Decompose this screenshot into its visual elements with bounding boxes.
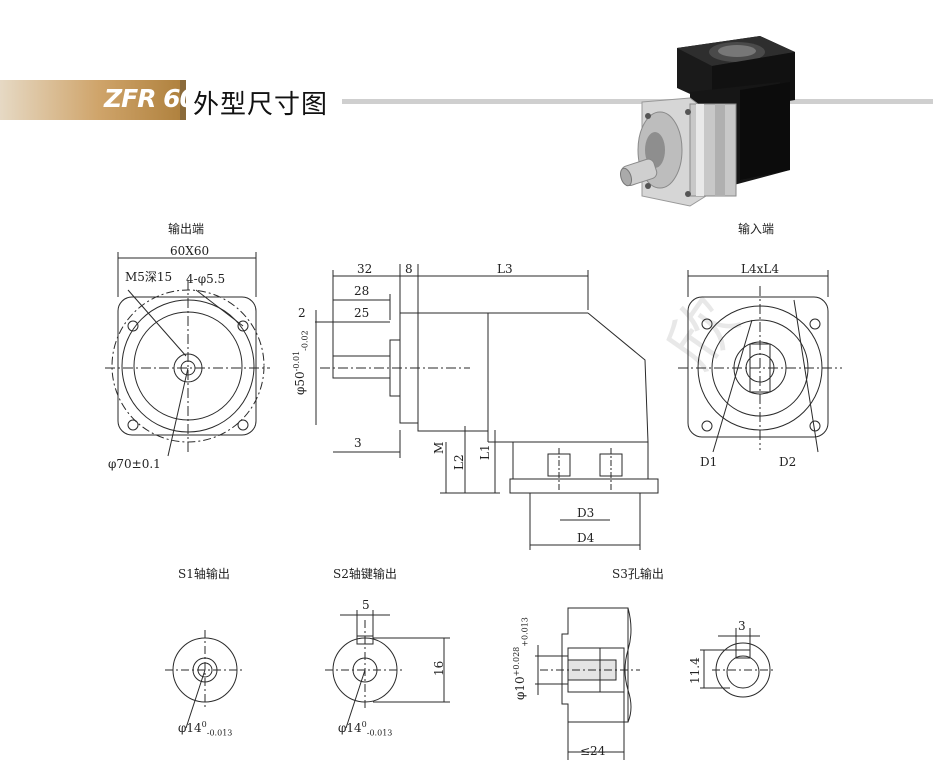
page-title: 外型尺寸图 [193, 90, 329, 120]
model-label: ZFR 60 [104, 84, 197, 113]
dim-l3: L3 [497, 262, 513, 276]
side-view [315, 264, 659, 550]
dim-m5: M5深15 [125, 270, 173, 284]
dim-holes: 4-φ5.5 [186, 272, 226, 286]
dim-2: 2 [298, 306, 306, 320]
dim-phi50: φ50-0.01-0.02 [292, 330, 310, 395]
header-rule [342, 99, 933, 104]
dim-8: 8 [405, 262, 413, 276]
output-end-view [105, 252, 270, 457]
dim-l4: L4xL4 [741, 262, 779, 276]
dim-d4: D4 [577, 531, 595, 545]
s2-dim-h: 16 [432, 660, 446, 676]
dim-60x60: 60X60 [170, 244, 210, 258]
s2-dim-phi: φ140-0.013 [338, 720, 393, 738]
s1-view [165, 630, 245, 729]
s3-dim-len: ≤24 [580, 744, 606, 758]
dim-3: 3 [354, 436, 362, 450]
dim-28: 28 [354, 284, 370, 298]
dim-d1: D1 [700, 455, 718, 469]
dim-d3: D3 [577, 506, 595, 520]
s3-dim-key: 3 [738, 619, 746, 633]
dim-l1: L1 [478, 444, 492, 460]
dim-l2: L2 [452, 454, 466, 470]
dim-32: 32 [357, 262, 373, 276]
dim-m: M [432, 441, 446, 454]
s3-dim-phi: φ10+0.028+0.013 [512, 617, 530, 700]
dim-d2: D2 [779, 455, 797, 469]
input-end-view [678, 270, 842, 453]
s3-dim-h: 11.4 [688, 657, 702, 684]
input-end-label: 输入端 [738, 222, 775, 236]
s2-dim-key: 5 [362, 598, 370, 612]
s2-view [325, 610, 450, 729]
s3-view [535, 607, 775, 760]
s2-label: S2轴键输出 [333, 567, 397, 581]
s1-label: S1轴输出 [178, 567, 230, 581]
dim-25: 25 [354, 306, 370, 320]
dim-phi70: φ70±0.1 [108, 457, 161, 471]
s3-label: S3孔输出 [612, 567, 664, 581]
s1-dim-phi: φ140-0.013 [178, 720, 233, 738]
header-band [0, 80, 186, 120]
output-end-label: 输出端 [168, 222, 205, 236]
